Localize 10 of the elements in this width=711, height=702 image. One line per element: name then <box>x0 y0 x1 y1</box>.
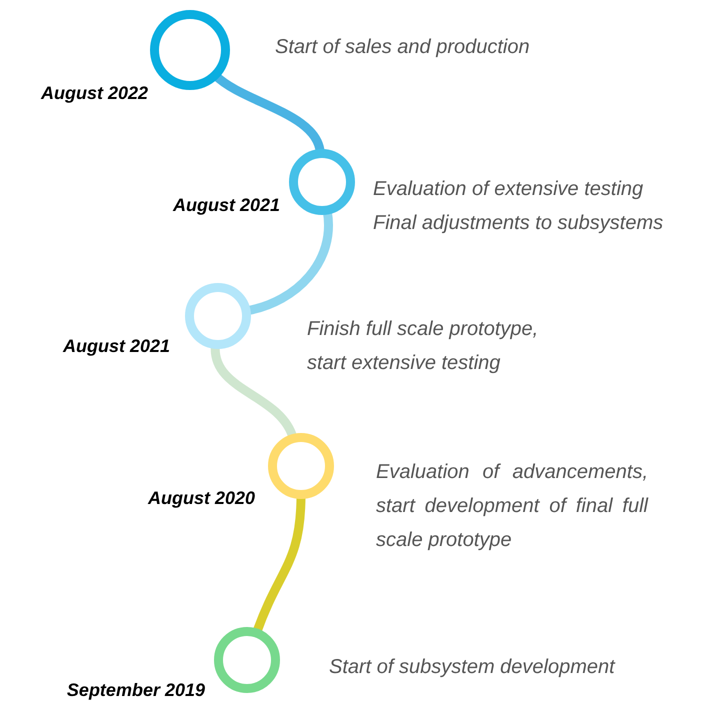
date-label: August 2021 <box>172 194 280 217</box>
milestone-description: Evaluation of extensive testing Final adjustments to subsystems <box>373 177 664 236</box>
milestone-description: Start of sales and production <box>275 35 531 60</box>
date-label: August 2021 <box>62 335 170 358</box>
date-label: August 2022 <box>40 82 148 105</box>
date-label: August 2020 <box>148 487 255 510</box>
milestone-description: Finish full scale prototype, start extensive testing <box>307 317 540 376</box>
milestone-description: Evaluation of advancements, start development of final full scale prototype <box>376 460 648 553</box>
milestone-description: Start of subsystem development <box>329 655 616 680</box>
date-label: September 2019 <box>66 679 205 702</box>
